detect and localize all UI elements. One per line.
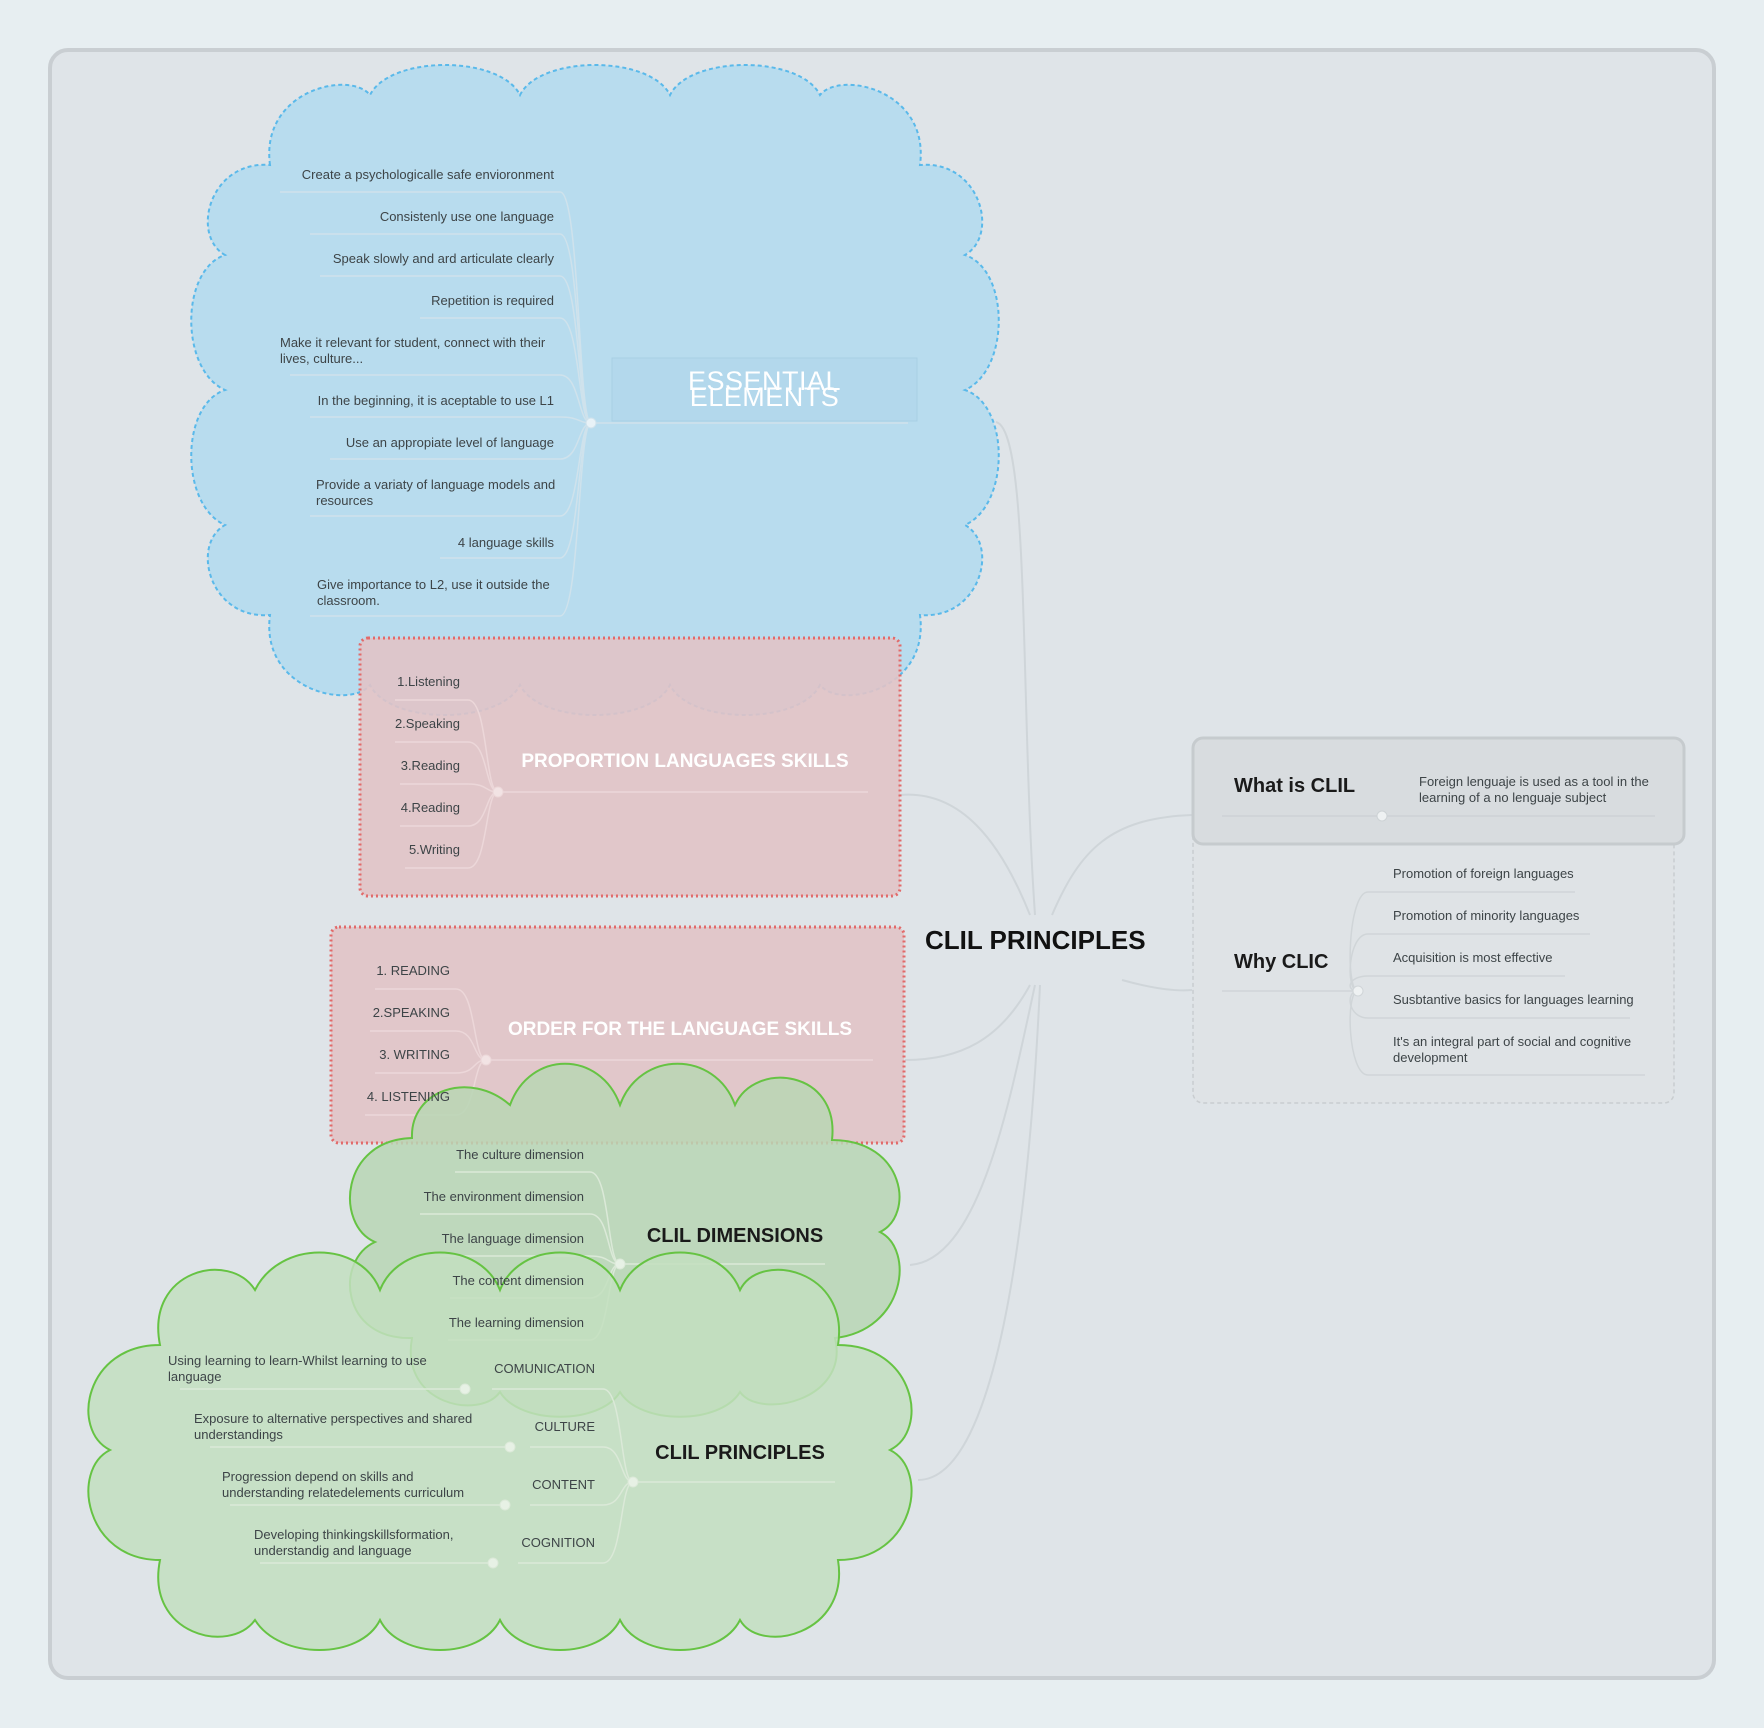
essential-item[interactable]: Provide a variaty of language models and… xyxy=(316,477,556,508)
essential-item[interactable]: 4 language skills xyxy=(457,535,554,550)
principle-label[interactable]: COGNITION xyxy=(521,1535,595,1550)
proportion-box xyxy=(358,636,902,898)
why-clic-box xyxy=(1192,827,1675,1104)
why-item[interactable]: It's an integral part of social and cogn… xyxy=(1393,1034,1632,1065)
dimension-item[interactable]: The language dimension xyxy=(441,1231,584,1246)
essential-elements-cloud xyxy=(190,64,1000,716)
central-topic[interactable]: CLIL PRINCIPLES xyxy=(925,925,1146,955)
what-is-clil-box xyxy=(1191,736,1686,846)
dimension-item[interactable]: The environment dimension xyxy=(423,1189,584,1204)
proportion-item[interactable]: 5.Writing xyxy=(408,842,460,857)
order-item[interactable]: 2.SPEAKING xyxy=(372,1005,450,1020)
order-item[interactable]: 3. WRITING xyxy=(379,1047,450,1062)
why-item[interactable]: Susbtantive basics for languages learnin… xyxy=(1393,992,1634,1007)
proportion-item[interactable]: 1.Listening xyxy=(397,674,460,689)
what-is-clil-title[interactable]: What is CLIL xyxy=(1234,775,1356,797)
order-item[interactable]: 1. READING xyxy=(376,963,450,978)
why-item[interactable]: Acquisition is most effective xyxy=(1393,950,1553,965)
dimension-item[interactable]: The culture dimension xyxy=(456,1147,584,1162)
what-is-clil-detail[interactable]: Foreign lenguaje is used as a tool in th… xyxy=(1419,774,1649,805)
essential-item[interactable]: Give importance to L2, use it outside th… xyxy=(317,577,550,608)
principle-detail[interactable]: Developing thinkingskillsformation, unde… xyxy=(254,1527,454,1558)
dimension-item[interactable]: The content dimension xyxy=(452,1273,584,1288)
order-item[interactable]: 4. LISTENING xyxy=(366,1089,450,1104)
principle-detail[interactable]: Exposure to alternative perspectives and… xyxy=(194,1411,473,1442)
principle-label[interactable]: COMUNICATION xyxy=(494,1361,595,1376)
why-item[interactable]: Promotion of minority languages xyxy=(1393,908,1580,923)
principle-detail[interactable]: Progression depend on skills and underst… xyxy=(222,1469,465,1500)
principles-cloud xyxy=(87,1251,913,1651)
why-item[interactable]: Promotion of foreign languages xyxy=(1393,866,1574,881)
principle-label[interactable]: CONTENT xyxy=(532,1477,595,1492)
essential-item[interactable]: Speak slowly and ard articulate clearly xyxy=(332,251,554,266)
dimension-item[interactable]: The learning dimension xyxy=(448,1315,584,1330)
principle-label[interactable]: CULTURE xyxy=(534,1419,595,1434)
principles-title[interactable]: CLIL PRINCIPLES xyxy=(655,1442,825,1464)
essential-item[interactable]: Make it relevant for student, connect wi… xyxy=(280,335,546,366)
order-title[interactable]: ORDER FOR THE LANGUAGE SKILLS xyxy=(507,1019,853,1040)
main-connectors xyxy=(899,421,1193,1481)
why-clic-title[interactable]: Why CLIC xyxy=(1234,951,1329,973)
essential-item[interactable]: In the beginning, it is aceptable to use… xyxy=(317,393,554,408)
proportion-item[interactable]: 4.Reading xyxy=(400,800,460,815)
dimensions-title[interactable]: CLIL DIMENSIONS xyxy=(646,1225,824,1247)
essential-item[interactable]: Repetition is required xyxy=(431,293,554,308)
essential-item[interactable]: Create a psychologicalle safe envioronme… xyxy=(301,167,554,182)
principle-detail[interactable]: Using learning to learn-Whilst learning … xyxy=(168,1353,427,1384)
essential-elements-title-box xyxy=(611,357,918,422)
essential-elements-title[interactable]: ESSENTIAL ELEMENTS xyxy=(687,366,842,412)
essential-item[interactable]: Use an appropiate level of language xyxy=(345,435,554,450)
essential-item[interactable]: Consistenly use one language xyxy=(379,209,554,224)
proportion-item[interactable]: 2.Speaking xyxy=(394,716,460,731)
proportion-item[interactable]: 3.Reading xyxy=(400,758,460,773)
proportion-title[interactable]: PROPORTION LANGUAGES SKILLS xyxy=(521,751,849,772)
